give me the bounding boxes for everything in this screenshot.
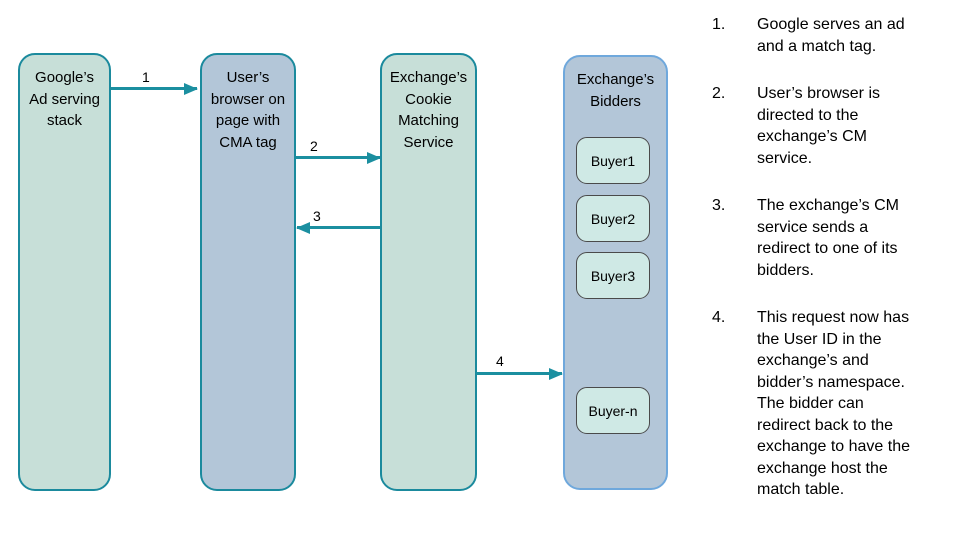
node-label: Google’s Ad serving stack	[29, 69, 100, 129]
arrow-step2-label: 2	[310, 138, 318, 154]
arrow-step4-label: 4	[496, 353, 504, 369]
buyer-label: Buyer-n	[588, 402, 638, 419]
list-item: 4. This request now has the User ID in t…	[712, 307, 958, 501]
node-user-browser: User’s browser on page with CMA tag	[200, 53, 296, 491]
arrow-step1-icon	[111, 87, 197, 90]
step-text: The exchange’s CM service sends a redire…	[757, 197, 899, 279]
arrow-step1-label: 1	[142, 69, 150, 85]
step-text: Google serves an ad and a match tag.	[757, 16, 905, 55]
buyer-label: Buyer3	[590, 267, 636, 284]
buyer-box: Buyer-n	[576, 387, 650, 434]
buyer-box: Buyer1	[576, 137, 650, 184]
buyer-box: Buyer2	[576, 195, 650, 242]
node-google-ad-serving-stack: Google’s Ad serving stack	[18, 53, 111, 491]
step-text: This request now has the User ID in the …	[757, 309, 911, 498]
list-item: 2. User’s browser is directed to the exc…	[712, 83, 958, 169]
node-exchange-bidders: Exchange’s Bidders Buyer1 Buyer2 Buyer3 …	[563, 55, 668, 490]
step-number: 2.	[712, 85, 726, 102]
step-number: 4.	[712, 309, 726, 326]
arrow-step2-icon	[296, 156, 380, 159]
buyer-label: Buyer2	[590, 210, 636, 227]
list-item: 3. The exchange’s CM service sends a red…	[712, 195, 958, 281]
step-text: User’s browser is directed to the exchan…	[757, 85, 880, 167]
arrow-step3-label: 3	[313, 208, 321, 224]
step-number: 3.	[712, 197, 726, 214]
arrow-step3-icon	[297, 226, 380, 229]
step-number: 1.	[712, 16, 726, 33]
node-label: Exchange’s Cookie Matching Service	[389, 69, 468, 151]
list-item: 1. Google serves an ad and a match tag.	[712, 14, 958, 57]
buyer-box: Buyer3	[576, 252, 650, 299]
steps-list: 1. Google serves an ad and a match tag. …	[712, 14, 958, 527]
buyer-label: Buyer1	[590, 152, 636, 169]
node-label: User’s browser on page with CMA tag	[210, 69, 286, 151]
arrow-step4-icon	[476, 372, 562, 375]
node-label: Exchange’s Bidders	[576, 71, 655, 110]
node-exchange-cookie-matching-service: Exchange’s Cookie Matching Service	[380, 53, 477, 491]
